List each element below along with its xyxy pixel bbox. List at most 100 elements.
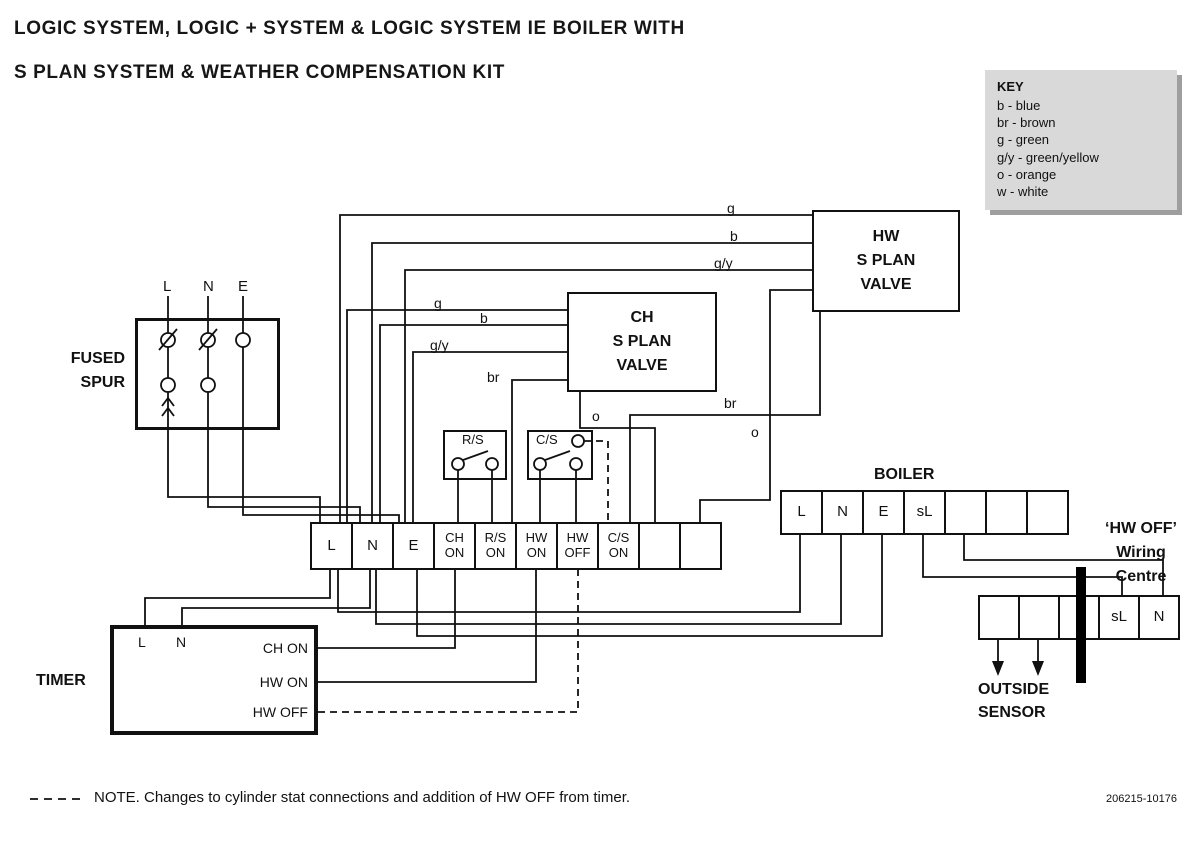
spur-terminal-label-n: N <box>203 278 214 295</box>
boiler-title: BOILER <box>874 466 935 483</box>
terminal-label: N <box>367 536 378 554</box>
terminal-label: E <box>878 503 889 521</box>
timer-label: TIMER <box>36 672 86 689</box>
wiring-centre-title-line3: Centre <box>1115 568 1167 585</box>
fused-spur-box <box>135 318 280 430</box>
key-heading: KEY <box>997 79 1024 94</box>
terminal-label: CH <box>445 530 464 546</box>
wire-label-hw-blue: b <box>730 228 738 244</box>
wire-boiler-l <box>337 535 801 613</box>
terminal-label: ON <box>444 545 465 560</box>
wire-label-hw-green: g <box>727 200 735 216</box>
key-entry-brown: br - brown <box>997 115 1056 131</box>
ch-valve-line2: S PLAN <box>612 333 672 350</box>
cylinder-stat-box <box>527 430 593 480</box>
key-legend: KEY b - blue br - brown g - green g/y - … <box>985 70 1177 211</box>
outside-sensor-label: OUTSIDE SENSOR <box>978 678 1049 724</box>
wire-timer-l <box>144 570 331 625</box>
outside-sensor-line1: OUTSIDE <box>978 681 1050 698</box>
wiring-centre-divider-bar <box>1076 567 1086 683</box>
terminal-label: ON <box>485 545 506 560</box>
spur-switch-slash-n <box>198 328 218 351</box>
key-entry-green: g - green <box>997 132 1050 148</box>
main-terminal-spare-2 <box>679 522 722 570</box>
wire-ch-valve-orange <box>579 392 656 522</box>
timer-terminal-l: L <box>138 634 146 650</box>
wire-label-hw-green-yellow: g/y <box>714 255 733 271</box>
note-text: NOTE. Changes to cylinder stat connectio… <box>94 789 631 806</box>
wire-timer-ch-on <box>318 570 456 649</box>
key-entry-orange: o - orange <box>997 166 1057 182</box>
wire-ch-valve-green-yellow <box>412 351 567 522</box>
page-title-line1: LOGIC SYSTEM, LOGIC + SYSTEM & LOGIC SYS… <box>14 18 685 39</box>
wire-timer-n <box>181 570 371 625</box>
terminal-label: C/S <box>607 530 630 546</box>
document-number: 206215-10176 <box>1106 793 1177 805</box>
wire-hw-valve-green <box>339 214 812 522</box>
wire-label-ch-green-yellow: g/y <box>430 337 449 353</box>
terminal-label: HW <box>566 530 589 546</box>
rs-switch-arm <box>462 450 489 461</box>
wire-timer-hw-on <box>318 570 537 683</box>
hw-valve-line2: S PLAN <box>856 252 916 269</box>
terminal-label: R/S <box>484 530 507 546</box>
timer-terminal-hw-off: HW OFF <box>252 704 308 720</box>
wire-label-hw-brown: br <box>724 395 737 411</box>
main-terminal-n: N <box>351 522 394 570</box>
wire-label-ch-brown: br <box>487 369 500 385</box>
hw-valve-box: HW S PLAN VALVE <box>812 210 960 312</box>
key-entry-blue: b - blue <box>997 98 1041 114</box>
wire-label-hw-orange: o <box>751 424 759 440</box>
wire-boiler-n <box>375 535 842 625</box>
wire-hw-valve-blue <box>371 242 812 522</box>
page-title-line2: S PLAN SYSTEM & WEATHER COMPENSATION KIT <box>14 62 505 83</box>
key-entry-white: w - white <box>997 183 1049 199</box>
boiler-terminal-n: N <box>821 490 864 535</box>
wire-ch-valve-green <box>346 309 567 522</box>
wiring-centre-title: ‘HW OFF’ Wiring Centre <box>1090 517 1192 589</box>
wire-spur-l-to-strip <box>167 392 321 522</box>
wiring-centre-title-line2: Wiring <box>1116 544 1166 561</box>
spur-switch-slash-l <box>158 328 178 351</box>
boiler-terminal-sl: sL <box>903 490 946 535</box>
centre-terminal-n: N <box>1138 595 1180 640</box>
cs-terminal-top <box>571 434 585 448</box>
terminal-label: L <box>797 503 806 521</box>
key-entry-green-yellow: g/y - green/yellow <box>997 149 1099 165</box>
ch-valve-line3: VALVE <box>616 357 668 374</box>
timer-terminal-n: N <box>176 634 187 650</box>
ch-valve-line1: CH <box>630 309 654 326</box>
boiler-terminal-spare-2 <box>985 490 1028 535</box>
wire-hw-valve-green-yellow <box>404 269 812 522</box>
boiler-terminal-spare-3 <box>1026 490 1069 535</box>
wire-cs-on-dashed <box>584 440 609 522</box>
boiler-terminal-spare-1 <box>944 490 987 535</box>
fused-spur-label-line1: FUSED <box>70 350 125 367</box>
down-arrow-icon <box>992 661 1004 676</box>
wire-label-ch-orange: o <box>592 408 600 424</box>
ch-valve-box: CH S PLAN VALVE <box>567 292 717 392</box>
wire-boiler-to-centre-n <box>963 535 1164 595</box>
spur-terminal-label-e: E <box>238 278 249 295</box>
wire-label-ch-blue: b <box>480 310 488 326</box>
rs-terminal-left <box>451 457 465 471</box>
hw-valve-line1: HW <box>872 228 900 245</box>
wire-hw-valve-orange <box>699 289 812 522</box>
terminal-label: ON <box>526 545 547 560</box>
room-stat-box <box>443 430 507 480</box>
wire-timer-hw-off-dashed <box>318 570 579 713</box>
cs-terminal-right <box>569 457 583 471</box>
wire-hw-valve-brown <box>629 312 821 522</box>
centre-terminal-sl: sL <box>1098 595 1140 640</box>
hw-valve-line3: VALVE <box>860 276 912 293</box>
wire-label-ch-green: g <box>434 295 442 311</box>
fused-spur-label: FUSED SPUR <box>30 347 125 395</box>
outside-sensor-line2: SENSOR <box>978 704 1046 722</box>
fused-spur-label-line2: SPUR <box>80 374 125 391</box>
wire-spur-e-to-strip <box>242 347 400 522</box>
boiler-terminal-l: L <box>780 490 823 535</box>
